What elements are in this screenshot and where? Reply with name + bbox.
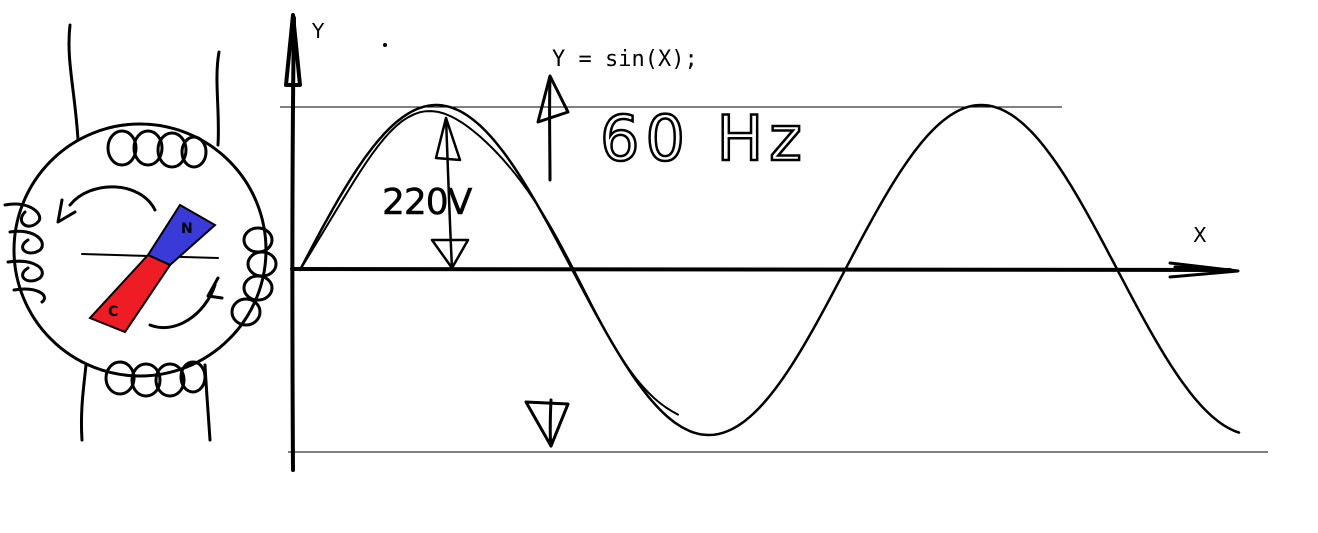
left-coil: [3, 202, 46, 304]
y-axis-label: Y: [311, 19, 325, 43]
rotation-arrowhead-bottom: [206, 276, 224, 300]
x-axis: [290, 267, 1232, 272]
rotation-arrowhead-top: [56, 198, 77, 224]
y-axis: [290, 16, 296, 472]
stray-dot: [383, 43, 387, 47]
amplitude-arrowhead-up: [434, 116, 462, 162]
rotation-arrow-bottom: [148, 283, 217, 330]
right-coil: [230, 226, 278, 327]
magnet-south-label: C: [108, 304, 118, 320]
x-axis-arrowhead: [1168, 261, 1240, 279]
top-coil: [106, 129, 208, 169]
frequency-label: 60 Hz: [600, 102, 808, 175]
sine-wave: [298, 103, 1241, 437]
y-axis-arrowhead: [284, 13, 302, 87]
top-lead-left: [67, 23, 80, 142]
x-axis-label: X: [1193, 223, 1207, 247]
bottom-coil: [104, 360, 207, 398]
freq-arrow-down-head: [524, 400, 570, 448]
amplitude-arrow-shaft: [444, 116, 454, 270]
top-lead-right: [215, 50, 221, 147]
bottom-lead-left: [79, 363, 88, 442]
voltage-label: 220V: [382, 182, 473, 223]
freq-arrow-up-head: [536, 74, 570, 124]
freq-arrow-down-shaft: [548, 398, 553, 448]
magnet-north-label: N: [181, 221, 193, 237]
sine-graph: Y X Y = sin(X); 220V 60 Hz: [280, 13, 1268, 472]
rotation-arrow-top: [68, 185, 157, 212]
magnet-south-pole: [88, 253, 172, 334]
sine-wave-retrace: [299, 110, 679, 416]
amplitude-arrowhead-down: [430, 238, 470, 270]
generator-drawing: N C: [3, 23, 278, 442]
formula-label: Y = sin(X);: [552, 47, 698, 72]
